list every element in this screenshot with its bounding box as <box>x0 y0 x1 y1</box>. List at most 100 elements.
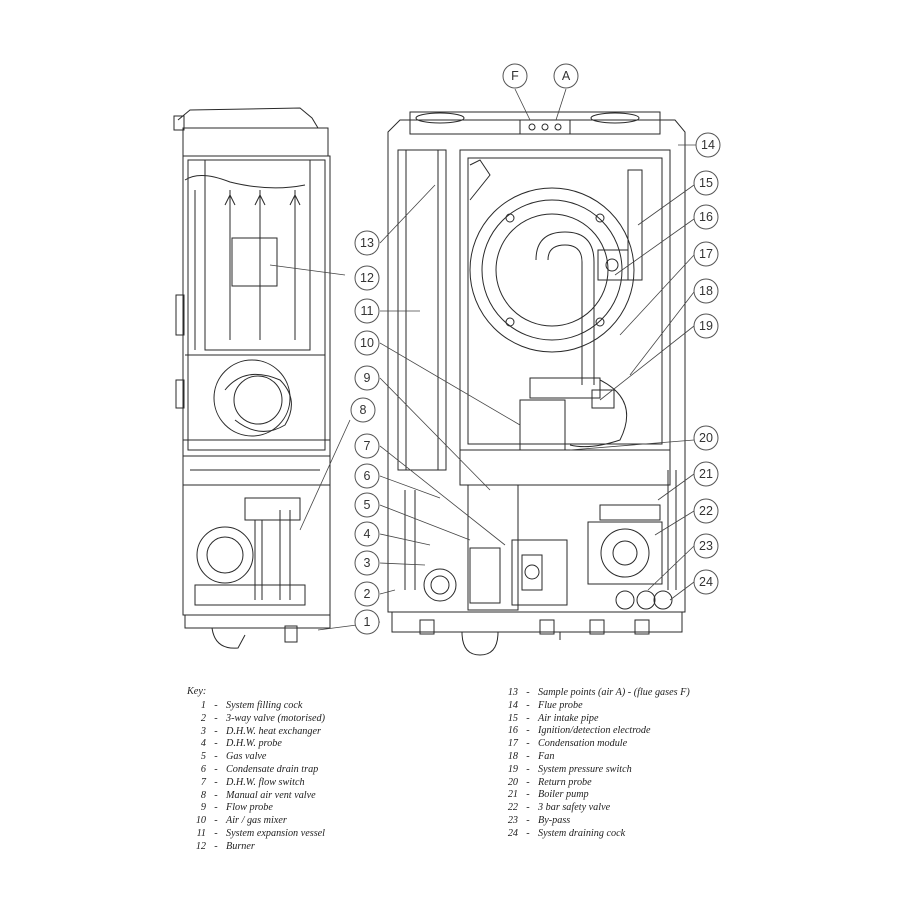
callout-10: 10 <box>354 330 380 356</box>
key-item-separator: - <box>214 763 218 775</box>
key-item-text: Burner <box>226 840 255 852</box>
key-item: 11-System expansion vessel <box>190 828 325 841</box>
key-item-text: Fan <box>538 750 555 762</box>
svg-text:F: F <box>511 69 519 83</box>
svg-text:9: 9 <box>364 371 371 385</box>
key-item-separator: - <box>526 827 530 839</box>
key-item-text: D.H.W. probe <box>226 738 282 750</box>
callout-14: 14 <box>695 132 721 158</box>
callout-19: 19 <box>693 313 719 339</box>
key-item-separator: - <box>526 712 530 724</box>
key-item-separator: - <box>214 712 218 724</box>
callouts: F A 1 2 3 4 5 6 7 8 9 10 11 12 13 14 15 … <box>350 63 721 635</box>
key-item: 14-Flue probe <box>502 700 690 713</box>
key-item-separator: - <box>214 776 218 788</box>
svg-text:18: 18 <box>699 284 713 298</box>
key-item-separator: - <box>214 738 218 750</box>
key-item-number: 23 <box>507 814 518 826</box>
key-item-separator: - <box>526 699 530 711</box>
key-column-right: 13-Sample points (air A) - (flue gases F… <box>502 687 690 841</box>
svg-text:16: 16 <box>699 210 713 224</box>
callout-21: 21 <box>693 461 719 487</box>
key-item-text: Ignition/detection electrode <box>538 725 651 737</box>
key-item-number: 16 <box>507 725 518 737</box>
key-item-text: 3 bar safety valve <box>538 802 611 814</box>
callout-24: 24 <box>693 569 719 595</box>
key-item-text: Return probe <box>538 776 592 788</box>
key-item-separator: - <box>526 763 530 775</box>
key-item: 16-Ignition/detection electrode <box>502 725 690 738</box>
key-item-number: 15 <box>507 712 518 724</box>
key-item-number: 2 <box>200 712 206 724</box>
callout-6: 6 <box>354 463 380 489</box>
key-item-text: System filling cock <box>226 700 303 711</box>
svg-text:20: 20 <box>699 431 713 445</box>
svg-text:7: 7 <box>364 439 371 453</box>
key-item-number: 18 <box>507 750 518 762</box>
key-item-separator: - <box>526 789 530 801</box>
key-item-text: Flue probe <box>538 699 583 711</box>
key-item: 6-Condensate drain trap <box>190 764 325 777</box>
key-item-text: Flow probe <box>226 802 273 814</box>
key-item-number: 6 <box>200 763 206 775</box>
key-item: 12-Burner <box>190 841 325 854</box>
key-item: 1-System filling cock <box>190 700 325 713</box>
svg-text:1: 1 <box>364 615 371 629</box>
callout-F: F <box>502 63 528 89</box>
key-item-number: 22 <box>507 802 518 814</box>
callout-9: 9 <box>354 365 380 391</box>
callout-18: 18 <box>693 278 719 304</box>
key-item: 9-Flow probe <box>190 802 325 815</box>
key-item: 4-D.H.W. probe <box>190 738 325 751</box>
callout-7: 7 <box>354 433 380 459</box>
key-item-number: 8 <box>200 789 206 801</box>
svg-text:3: 3 <box>364 556 371 570</box>
key-item: 17-Condensation module <box>502 738 690 751</box>
key-item-number: 12 <box>195 840 206 852</box>
key-item-text: Condensate drain trap <box>226 763 319 775</box>
key-item-number: 17 <box>507 738 518 750</box>
svg-text:8: 8 <box>360 403 367 417</box>
callout-12: 12 <box>354 265 380 291</box>
key-item-number: 1 <box>200 700 206 711</box>
key-item-separator: - <box>526 738 530 750</box>
front-view-drawing <box>387 111 686 656</box>
key-item-text: Sample points (air A) - (flue gases F) <box>538 687 690 698</box>
svg-text:17: 17 <box>699 247 713 261</box>
key-item-text: Manual air vent valve <box>226 789 316 801</box>
svg-text:11: 11 <box>361 304 374 318</box>
key-item-text: Condensation module <box>538 738 628 750</box>
svg-text:10: 10 <box>360 336 374 350</box>
svg-text:5: 5 <box>364 498 371 512</box>
callout-15: 15 <box>693 170 719 196</box>
svg-text:14: 14 <box>701 138 715 152</box>
callout-20: 20 <box>693 425 719 451</box>
callout-1: 1 <box>354 609 380 635</box>
key-item: 7-D.H.W. flow switch <box>190 777 325 790</box>
key-item-text: D.H.W. heat exchanger <box>226 725 321 737</box>
key-item-number: 24 <box>507 827 518 839</box>
key-item-number: 13 <box>507 687 518 698</box>
key-item-separator: - <box>214 789 218 801</box>
callout-5: 5 <box>354 492 380 518</box>
key-item-separator: - <box>526 776 530 788</box>
key-item: 5-Gas valve <box>190 751 325 764</box>
callout-11: 11 <box>354 298 380 324</box>
key-item-separator: - <box>214 815 218 827</box>
callout-4: 4 <box>354 521 380 547</box>
key-item: 24-System draining cock <box>502 828 690 841</box>
svg-text:22: 22 <box>699 504 713 518</box>
key-item: 3-D.H.W. heat exchanger <box>190 726 325 739</box>
key-item-separator: - <box>526 814 530 826</box>
key-item-separator: - <box>214 802 218 814</box>
svg-text:13: 13 <box>360 236 374 250</box>
key-item-text: System expansion vessel <box>226 827 326 839</box>
key-item-text: 3-way valve (motorised) <box>226 712 326 724</box>
key-item-number: 10 <box>195 815 206 827</box>
svg-text:A: A <box>562 69 571 83</box>
key-item-number: 21 <box>507 789 518 801</box>
callout-16: 16 <box>693 204 719 230</box>
boiler-diagram: F A 1 2 3 4 5 6 7 8 9 10 11 12 13 14 15 … <box>173 63 721 656</box>
key-item-separator: - <box>526 725 530 737</box>
key-item-separator: - <box>214 725 218 737</box>
